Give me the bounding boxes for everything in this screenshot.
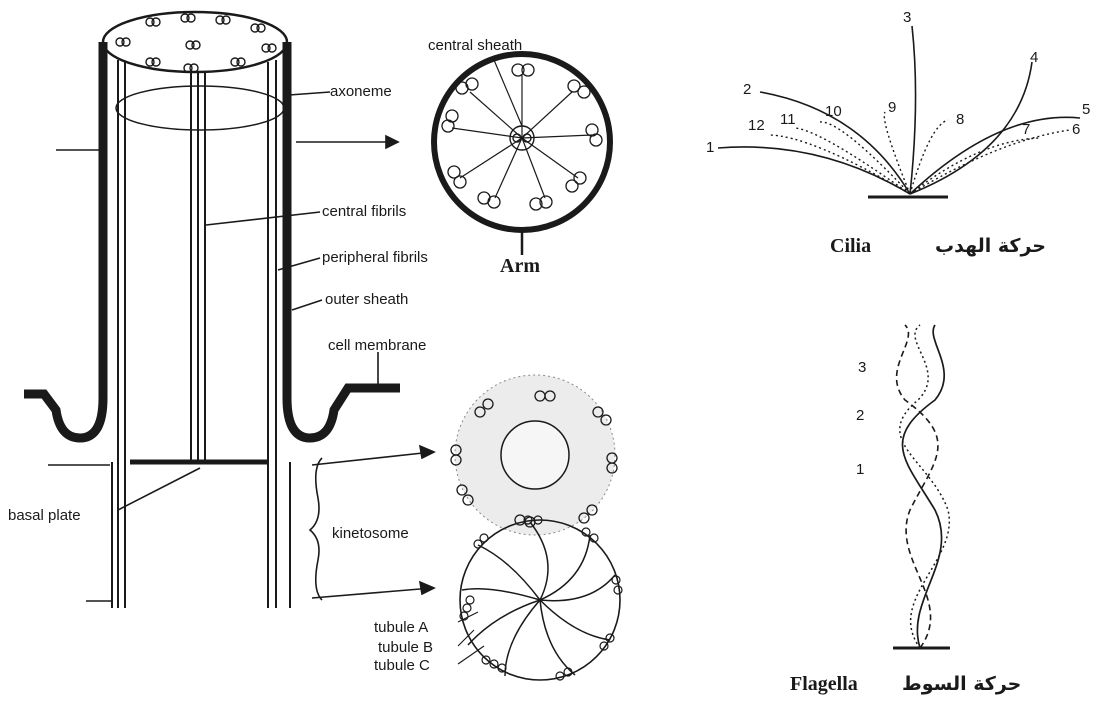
cilia-num-10: 10 — [825, 103, 842, 120]
label-tubule-c: tubule C — [374, 657, 430, 674]
flagella-caption-english: Flagella — [790, 673, 858, 695]
cilia-stroke-diagram — [718, 26, 1080, 197]
label-tubule-b: tubule B — [378, 639, 433, 656]
label-central-sheath: central sheath — [428, 37, 522, 54]
label-cell-membrane: cell membrane — [328, 337, 426, 354]
cilia-num-9: 9 — [888, 99, 896, 116]
flagella-caption-arabic: حركة السوط — [902, 673, 1021, 695]
flagella-wave-diagram — [893, 325, 950, 648]
kinetosome-cross-section — [458, 516, 622, 680]
cilia-num-3: 3 — [903, 9, 911, 26]
cilia-num-11: 11 — [780, 111, 796, 128]
axoneme-cross-section — [434, 54, 610, 255]
label-axoneme: axoneme — [330, 83, 392, 100]
flagella-wave-numbers: 1 2 3 — [856, 359, 866, 478]
cilia-num-4: 4 — [1030, 49, 1038, 66]
cilia-caption-english: Cilia — [830, 235, 871, 257]
outer-sheath-right — [287, 42, 400, 438]
cap-doublets — [116, 14, 276, 72]
stippled-cross-section — [451, 375, 617, 535]
cilia-stroke-numbers: 1 2 3 4 5 6 7 8 9 10 11 12 — [706, 9, 1090, 156]
cilia-num-1: 1 — [706, 139, 714, 156]
label-kinetosome: kinetosome — [332, 525, 409, 542]
axoneme-ring — [116, 86, 284, 130]
label-basal-plate: basal plate — [8, 507, 81, 524]
cilia-num-8: 8 — [956, 111, 964, 128]
cilia-num-7: 7 — [1022, 121, 1030, 138]
label-peripheral-fibrils: peripheral fibrils — [322, 249, 428, 266]
label-central-fibrils: central fibrils — [322, 203, 406, 220]
label-arm: Arm — [500, 255, 540, 277]
flagella-num-3: 3 — [858, 359, 866, 376]
flagella-num-1: 1 — [856, 461, 864, 478]
cilia-num-6: 6 — [1072, 121, 1080, 138]
cilia-num-2: 2 — [743, 81, 751, 98]
flagella-num-2: 2 — [856, 407, 864, 424]
outer-sheath-left — [24, 42, 103, 438]
cilia-num-12: 12 — [748, 117, 765, 134]
cilia-num-5: 5 — [1082, 101, 1090, 118]
label-outer-sheath: outer sheath — [325, 291, 408, 308]
cilia-caption-arabic: حركة الهدب — [935, 235, 1046, 257]
label-tubule-a: tubule A — [374, 619, 428, 636]
